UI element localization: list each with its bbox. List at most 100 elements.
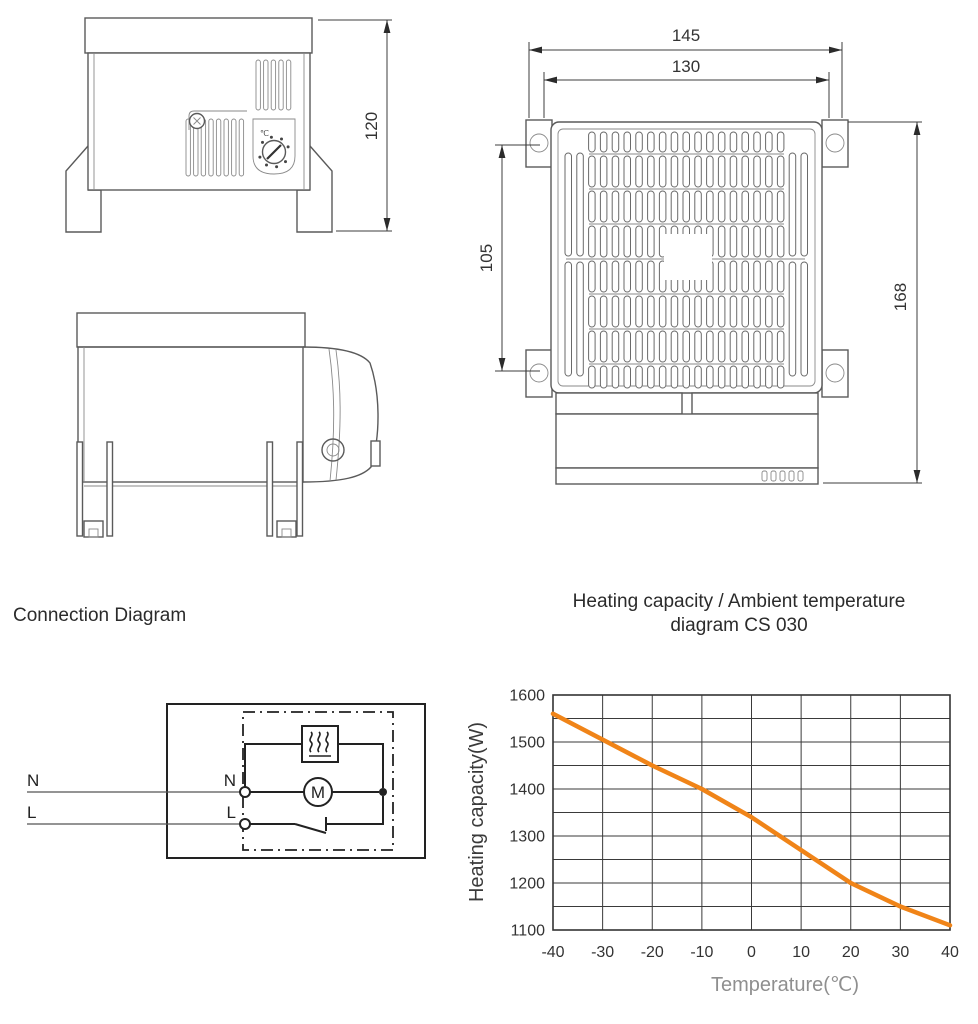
grille-slot [765, 330, 773, 363]
grille-slot [741, 365, 749, 389]
front-view-drawing: ℃ 120 [65, 17, 392, 233]
neutral-terminal [239, 786, 251, 798]
side-view-drawing [76, 312, 381, 538]
grille-slot [611, 225, 620, 258]
grille-slot [623, 260, 631, 293]
grille-slot [776, 260, 785, 293]
side-body [77, 346, 304, 483]
grille-slot [753, 131, 761, 153]
grille-slot [635, 131, 643, 153]
front-lower-vents [185, 118, 245, 177]
grille-slot [635, 155, 643, 188]
grille-slot [729, 260, 738, 293]
grille-slot [765, 260, 773, 293]
grille-slot [647, 260, 655, 293]
grille-slot [717, 190, 726, 223]
thermostat-knob: ℃ [252, 118, 296, 175]
grille-slot [682, 295, 690, 328]
grille-slot [658, 330, 667, 363]
x-tick-label: 40 [941, 944, 959, 961]
grille-slot [765, 131, 773, 153]
grille-slot [623, 295, 631, 328]
grille-slot [635, 225, 643, 258]
side-top-cap [76, 312, 306, 348]
grille-slot [753, 155, 761, 188]
motor-label: M [311, 783, 325, 802]
grille-slot [647, 155, 655, 188]
grille-slot [635, 260, 643, 293]
grille-slot [741, 295, 749, 328]
grille-slot [776, 295, 785, 328]
grille-slot [599, 330, 608, 363]
dim-label-120: 120 [362, 112, 381, 140]
grille-slot [576, 152, 584, 257]
grille-slot [670, 155, 679, 188]
grille-slot [765, 190, 773, 223]
grille-slot [588, 295, 596, 328]
grille-slot [706, 365, 714, 389]
connection-diagram: N L N L M [27, 703, 426, 859]
grille-slot [623, 190, 631, 223]
grille-slot [611, 365, 620, 389]
line-terminal [239, 818, 251, 830]
grille-slot [706, 131, 714, 153]
grille-slot [623, 155, 631, 188]
grille-slot [788, 152, 797, 257]
grille-slot [741, 330, 749, 363]
dimension-130: 130 [543, 57, 830, 118]
neutral-label: N [27, 771, 39, 790]
grille-slot [588, 225, 596, 258]
grille-slot [682, 365, 690, 389]
x-tick-label: 20 [842, 944, 860, 961]
grille-slot [635, 295, 643, 328]
grille-slot [741, 131, 749, 153]
grille-slot [611, 295, 620, 328]
dim-label-130: 130 [672, 57, 700, 76]
grille-slot [623, 131, 631, 153]
grille-slot [765, 225, 773, 258]
x-tick-label: -40 [541, 944, 564, 961]
grille-slot [599, 131, 608, 153]
screw-icon [188, 112, 206, 130]
dimension-120: 120 [318, 19, 392, 232]
capacity-curve [550, 711, 953, 928]
y-tick-label: 1600 [509, 688, 545, 705]
grille-slot [647, 131, 655, 153]
x-tick-label: 10 [792, 944, 810, 961]
grille-slot [658, 155, 667, 188]
grille-slot [588, 155, 596, 188]
grille-slot [717, 131, 726, 153]
grille-slot [765, 155, 773, 188]
grille-slot [729, 365, 738, 389]
dim-label-145: 145 [672, 26, 700, 45]
grille-slot [765, 365, 773, 389]
grille-slot [635, 190, 643, 223]
inner-neutral-label: N [224, 771, 236, 790]
mounting-hole [825, 133, 845, 153]
grille-slot [588, 330, 596, 363]
grille-slot [599, 365, 608, 389]
grille-slot [611, 131, 620, 153]
grille-slot [717, 295, 726, 328]
grille-slot [694, 131, 702, 153]
grille-slot [729, 295, 738, 328]
line-label: L [27, 803, 36, 822]
grille-slot [682, 131, 690, 153]
grille-slot [717, 260, 726, 293]
x-tick-label: -10 [690, 944, 713, 961]
grille-slot [623, 225, 631, 258]
x-tick-label: 0 [747, 944, 756, 961]
grille-slot [599, 295, 608, 328]
grille-slot [741, 155, 749, 188]
chart-title-line1: Heating capacity / Ambient temperature [573, 591, 906, 612]
front-top-cap [84, 17, 313, 54]
grille-slot [588, 190, 596, 223]
grille-slots [564, 131, 808, 389]
grille-slot [753, 330, 761, 363]
grille-slot [741, 225, 749, 258]
grille-slot [706, 155, 714, 188]
grille-slot [599, 190, 608, 223]
grille-slot [588, 365, 596, 389]
grille-slot [670, 131, 679, 153]
